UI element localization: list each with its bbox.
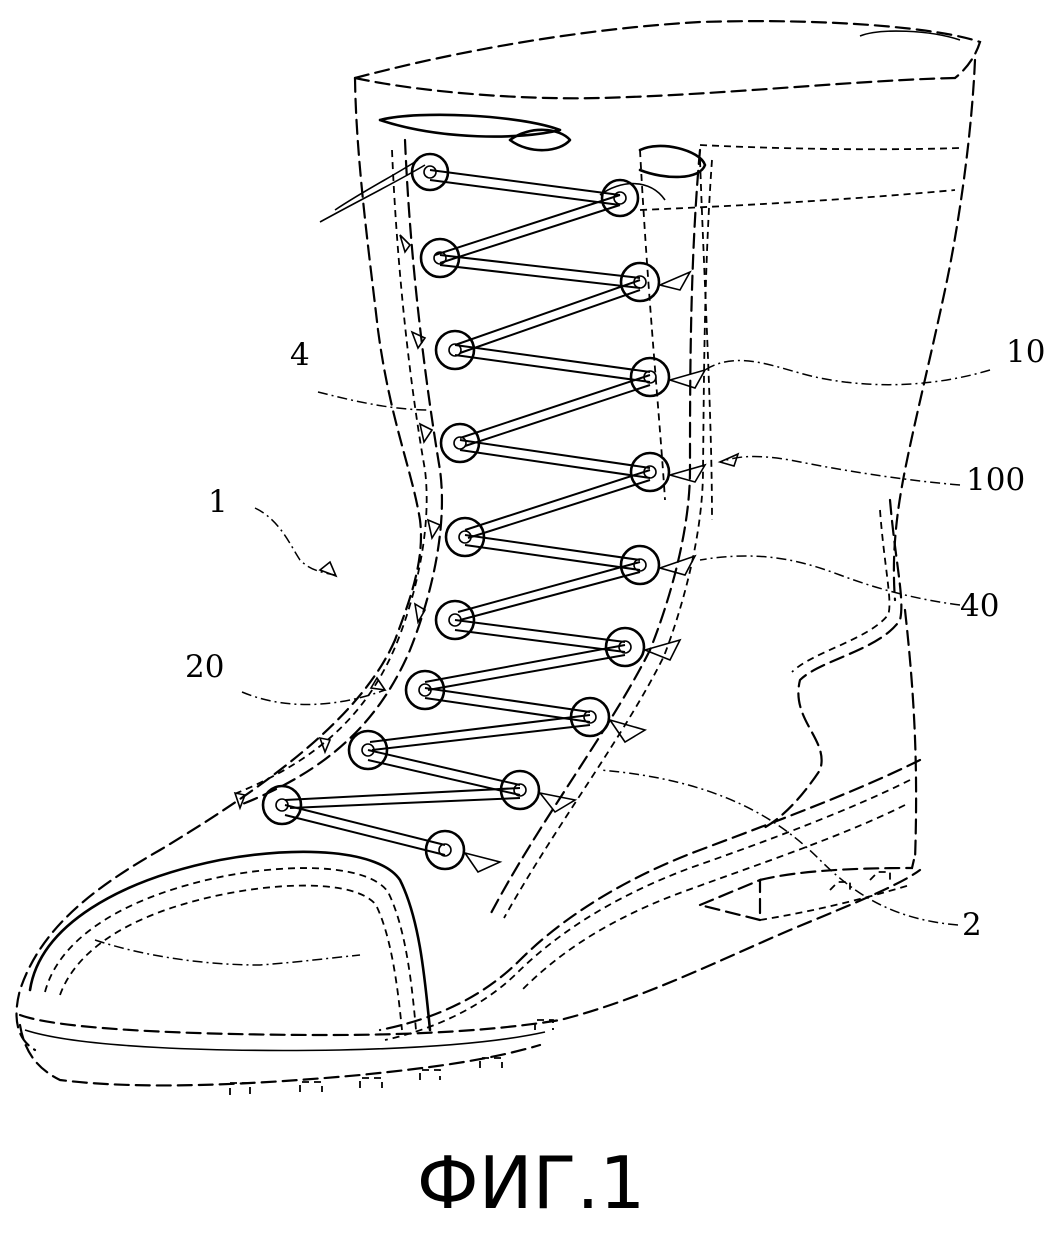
boot-shaft [353,20,982,642]
eyelet-right-9 [424,829,466,871]
toe-cap [28,850,432,1032]
eyelet-left-4 [439,422,481,464]
label-part-2: 2 [962,907,982,943]
boot-lace [284,113,707,856]
eyelet-right-8 [499,769,541,811]
heel-counter [758,498,918,862]
label-part-4: 4 [290,337,310,373]
eyelet-left-5 [444,516,486,558]
eyelet-left-9 [261,784,303,826]
eyelet-right-7 [569,696,611,738]
eyelets-right-row [424,178,671,871]
label-part-100: 100 [966,462,1025,498]
lacing-panel-right [488,148,713,919]
reference-labels: 1 4 10 100 40 20 2 [185,334,1045,943]
eyelet-left-7 [404,669,446,711]
lace-hooks [233,234,707,874]
eyelet-left-1 [410,152,450,192]
eyelet-right-2 [619,261,661,303]
eyelet-left-3 [434,329,476,371]
eyelets-left-row [261,152,486,826]
eyelet-left-2 [419,237,461,279]
eyelet-right-3 [629,356,671,398]
eyelet-left-8 [347,729,389,771]
leader-lines [241,359,991,926]
label-part-20: 20 [185,649,224,685]
eyelet-right-1 [600,178,640,218]
figure-caption: ФИГ.1 [416,1141,646,1225]
label-part-10: 10 [1006,334,1045,370]
boot-vamp [15,638,922,1052]
eyelet-right-5 [619,544,661,586]
eyelet-left-6 [434,599,476,641]
boot-sole [18,853,922,1095]
eyelet-right-6 [604,626,646,668]
label-part-40: 40 [960,588,999,624]
label-boot: 1 [208,484,228,520]
lacing-panel-left [231,138,444,807]
eyelet-right-4 [629,451,671,493]
